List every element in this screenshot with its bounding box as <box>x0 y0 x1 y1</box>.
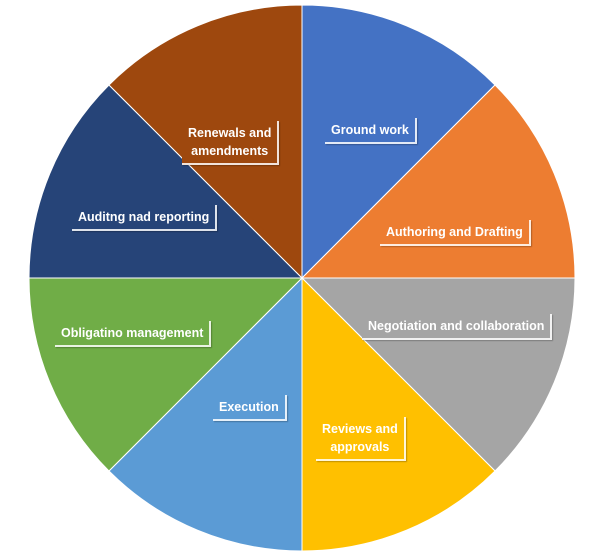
pie-slices <box>28 4 576 552</box>
slice-label-negotiation: Negotiation and collaboration <box>362 314 553 340</box>
pie-slice-4 <box>108 276 303 552</box>
slice-label-auditing-reporting: Auditng nad reporting <box>72 205 218 231</box>
slice-label-ground-work: Ground work <box>325 118 417 144</box>
pie-slice-3 <box>301 276 496 552</box>
slice-label-authoring-drafting: Authoring and Drafting <box>380 220 531 246</box>
slice-label-obligation-management: Obligatino management <box>55 321 212 347</box>
slice-label-execution: Execution <box>213 395 287 421</box>
slice-label-reviews-approvals: Reviews and approvals <box>316 417 406 461</box>
slice-label-renewals-amendments: Renewals and amendments <box>182 121 280 165</box>
